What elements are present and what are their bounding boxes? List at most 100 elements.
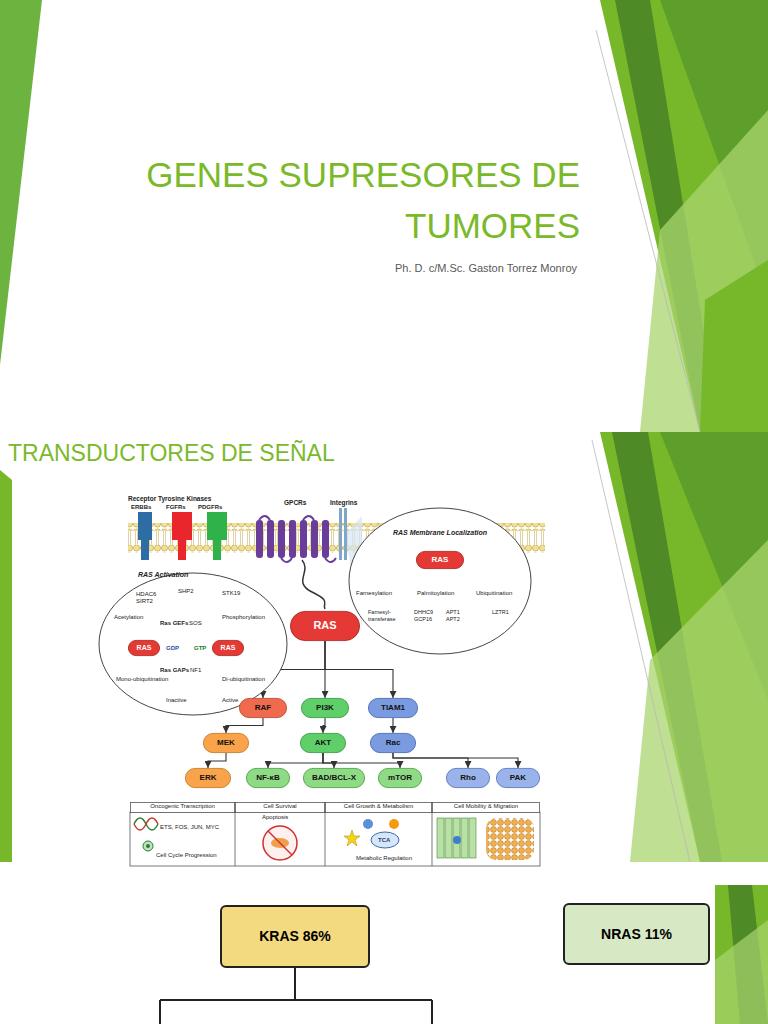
label-box: Di-ubiquitination xyxy=(222,676,265,683)
protein-pill: ERK xyxy=(185,768,231,788)
protein-pill: RAS xyxy=(212,640,244,656)
label-box: Metabolic Regulation xyxy=(356,855,412,862)
migrating-cell xyxy=(453,836,461,844)
protein-pill: TIAM1 xyxy=(368,698,418,718)
annotation-label: LZTR1 xyxy=(492,609,509,616)
box-shape xyxy=(432,802,539,812)
label-box: GTP xyxy=(194,645,206,652)
node-text: Cell Survival xyxy=(263,803,296,810)
connector xyxy=(392,718,393,733)
label-box: Farnesylation xyxy=(356,590,392,597)
label-box: Receptor Tyrosine Kinases xyxy=(128,495,211,503)
annotation-label: ERBBs xyxy=(131,504,151,511)
gpcr-helix xyxy=(322,520,329,558)
annotation-label: STK19 xyxy=(222,590,240,597)
author-line: Ph. D. c/M.Sc. Gaston Torrez Monroy xyxy=(395,262,577,275)
table-frame xyxy=(130,812,540,866)
cell-nucleus xyxy=(146,844,150,848)
receptor xyxy=(207,512,227,560)
label-box: TCA xyxy=(378,837,390,844)
label-box: Phosphorylation xyxy=(222,614,265,621)
box-shape xyxy=(128,640,159,655)
metabolite xyxy=(389,819,399,829)
slide-decor xyxy=(715,885,768,1024)
label-box: GDP xyxy=(166,645,179,652)
annotation-label: SOS xyxy=(189,620,202,627)
box-shape xyxy=(325,802,431,812)
receptor xyxy=(138,512,152,560)
annotation-label: ETS, FOS, JUN, MYC xyxy=(160,824,219,831)
apoptosis-icon xyxy=(263,826,297,860)
label-box: Mono-ubiquitination xyxy=(116,676,168,683)
box-shape xyxy=(564,904,709,964)
label-box: APT1 APT2 xyxy=(446,609,468,622)
node-text: PI3K xyxy=(316,703,334,713)
label-box: NF1 xyxy=(190,667,201,674)
connector xyxy=(323,718,325,733)
region-ellipse xyxy=(349,508,531,654)
annotation-label: Ras GAPs xyxy=(160,667,189,674)
annotation-label: Ubiquitination xyxy=(476,590,512,597)
node-text: RAS xyxy=(313,619,336,632)
box-shape xyxy=(368,698,417,717)
annotation-label: SHP2 xyxy=(178,588,194,595)
title-box: GENES SUPRESORES DE TUMORES xyxy=(96,150,580,252)
slide-decor xyxy=(0,470,12,862)
no-sign xyxy=(268,831,292,855)
circle-region: RAS Membrane LocalizationRAS xyxy=(348,507,532,655)
label-box: ETS, FOS, JUN, MYC xyxy=(160,824,219,831)
gpcr-helix xyxy=(311,520,318,558)
annotation-label: DHHC9 GCP16 xyxy=(414,609,440,622)
connector xyxy=(323,753,400,768)
table-rule xyxy=(235,812,432,866)
node-text: PAK xyxy=(510,773,526,783)
annotation-label: HDAC6 SIRT2 xyxy=(136,591,162,605)
label-box: Ubiquitination xyxy=(476,590,512,597)
node-text: NRAS 11% xyxy=(601,926,672,943)
label-box: Apoptosis xyxy=(262,814,288,821)
node-text: Oncogenic Transcription xyxy=(150,803,215,810)
annotation-label: PDGFRs xyxy=(198,504,222,511)
box-shape xyxy=(235,802,324,812)
annotation-label: Receptor Tyrosine Kinases xyxy=(128,495,211,503)
box-shape xyxy=(416,551,463,568)
annotation-label: Cell Cycle Progression xyxy=(156,852,217,859)
label-box: SHP2 xyxy=(178,588,194,595)
dna-helix xyxy=(134,818,158,830)
box-shape xyxy=(496,768,539,787)
annotation-label: TCA xyxy=(378,837,390,844)
annotation-label: GPCRs xyxy=(284,499,306,507)
label-box: Cell Cycle Progression xyxy=(156,852,217,859)
box-shape xyxy=(301,698,348,717)
label-box: DHHC9 GCP16 xyxy=(414,609,440,622)
slide-decor xyxy=(596,30,700,432)
process-box: NRAS 11% xyxy=(563,903,710,965)
connector xyxy=(393,753,518,768)
cell-cluster xyxy=(486,818,534,860)
node-text: KRAS 86% xyxy=(259,928,331,945)
protein-pill: NF-κB xyxy=(246,768,290,788)
protein-pill: PI3K xyxy=(301,698,349,718)
annotation-label: Active xyxy=(222,697,238,704)
annotation-label: Integrins xyxy=(330,499,357,507)
annotation-label: Phosphorylation xyxy=(222,614,265,621)
node-text: NF-κB xyxy=(256,773,280,783)
annotation-label: GTP xyxy=(194,645,206,652)
protein-pill: RAS xyxy=(128,640,160,656)
gpcr-helix xyxy=(300,520,307,558)
node-text: RAS xyxy=(432,555,449,565)
label-box: LZTR1 xyxy=(492,609,509,616)
star-symbol xyxy=(344,830,360,846)
label-box: TRANSDUCTORES DE SEÑAL xyxy=(8,440,335,468)
label-box: Integrins xyxy=(330,499,357,507)
protein-pill: Rho xyxy=(446,768,490,788)
box-shape xyxy=(212,640,243,655)
slide-decor xyxy=(600,0,768,432)
receptor xyxy=(172,512,192,560)
slide-decor xyxy=(640,110,768,432)
slide-decor xyxy=(630,540,768,862)
slide-decor xyxy=(592,440,690,862)
connector xyxy=(268,753,323,768)
connector xyxy=(208,753,226,768)
